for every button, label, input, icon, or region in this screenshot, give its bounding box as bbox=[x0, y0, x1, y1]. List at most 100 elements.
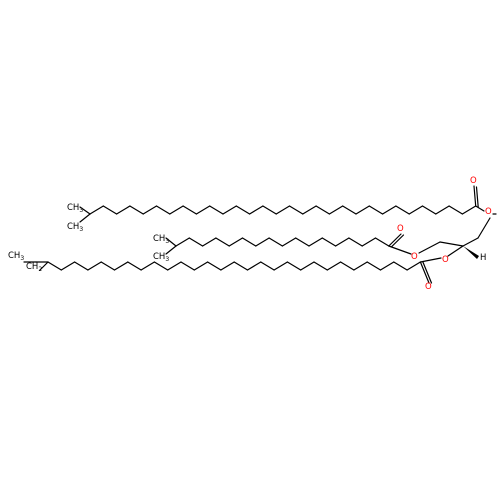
bottom-chain-bond-6 bbox=[127, 261, 142, 271]
hydrogen-label: H bbox=[480, 253, 486, 263]
mid-branch-upper bbox=[165, 237, 177, 247]
mid-chain-bond-2 bbox=[202, 237, 217, 247]
methyl-label-top-lower: CH3 bbox=[67, 222, 83, 233]
top-branch-lower bbox=[79, 213, 91, 223]
bottom-methyl-branch bbox=[39, 261, 49, 271]
top-chain-bond-24 bbox=[408, 205, 424, 215]
bottom-chain-bond-7 bbox=[140, 261, 155, 271]
mid-branch-lower bbox=[165, 245, 177, 255]
oxygen-label-carbonyl-mid: O bbox=[397, 224, 404, 234]
mid-chain-bond-12 bbox=[335, 237, 350, 247]
top-chain-bond-8 bbox=[195, 205, 211, 215]
mid-carbonyl-bond-1 bbox=[388, 233, 402, 247]
top-chain-bond-26 bbox=[435, 205, 450, 215]
bottom-chain-bond-12 bbox=[207, 261, 222, 271]
mid-chain-bond-7 bbox=[268, 237, 283, 247]
mid-chain-bond-6 bbox=[255, 237, 270, 247]
top-chain-bond-1 bbox=[102, 205, 118, 215]
oxygen-label-ester-mid: O bbox=[411, 252, 418, 262]
bottom-chain-bond-9 bbox=[167, 261, 182, 271]
top-chain-bond-12 bbox=[249, 205, 264, 215]
methyl-label-mid-lower: CH3 bbox=[153, 252, 169, 263]
stereo-wedge-bond bbox=[463, 246, 479, 259]
bottom-chain-bond-4 bbox=[100, 261, 116, 271]
bottom-chain-bond-22 bbox=[340, 261, 355, 271]
oxygen-label-ester-top: O bbox=[485, 207, 492, 217]
oxygen-bond-layer bbox=[388, 185, 485, 284]
mid-carbonyl-bond-2 bbox=[390, 234, 405, 248]
top-chain-bond-11 bbox=[235, 205, 251, 215]
top-chain-bond-0 bbox=[89, 205, 104, 215]
bottom-chain-bond-18 bbox=[286, 261, 302, 271]
top-chain-bond-21 bbox=[368, 205, 384, 215]
bottom-chain-bond-13 bbox=[220, 261, 235, 271]
mid-chain-bond-4 bbox=[228, 237, 244, 247]
oxygen-label-ester-bottom: O bbox=[442, 255, 449, 265]
top-chain-bond-27 bbox=[448, 205, 463, 215]
top-chain-bond-17 bbox=[315, 205, 330, 215]
mid-chain-bond-3 bbox=[215, 237, 230, 247]
mid-chain-bond-9 bbox=[295, 237, 310, 247]
bottom-carbonyl-bond-2 bbox=[422, 261, 433, 284]
top-chain-bond-14 bbox=[275, 205, 291, 215]
top-chain-bond-23 bbox=[395, 205, 410, 215]
top-chain-bond-18 bbox=[328, 205, 344, 215]
top-carbonyl-bond-1 bbox=[473, 185, 477, 207]
top-chain-bond-16 bbox=[302, 205, 317, 215]
bottom-chain-bond-25 bbox=[379, 261, 395, 271]
top-chain-bond-20 bbox=[355, 205, 370, 215]
bottom-chain-bond-8 bbox=[153, 261, 169, 271]
mid-chain-bond-5 bbox=[241, 237, 257, 247]
bottom-chain-bond-19 bbox=[300, 261, 315, 271]
top-chain-bond-28 bbox=[461, 205, 477, 215]
mid-ester-bond bbox=[388, 245, 412, 255]
bottom-chain-bond-16 bbox=[260, 261, 275, 271]
mid-chain-bond-11 bbox=[321, 237, 337, 247]
bottom-chain-bond-3 bbox=[87, 261, 102, 271]
mid-chain-bond-13 bbox=[348, 237, 363, 247]
bottom-chain-bond-14 bbox=[233, 261, 249, 271]
top-chain-bond-7 bbox=[182, 205, 197, 215]
top-chain-bond-9 bbox=[209, 205, 224, 215]
mid-chain-bond-0 bbox=[175, 237, 190, 247]
bond-layer bbox=[23, 205, 497, 271]
top-chain-bond-22 bbox=[382, 205, 397, 215]
bottom-chain-bond-23 bbox=[353, 261, 368, 271]
bottom-chain-bond-20 bbox=[313, 261, 328, 271]
top-chain-bond-5 bbox=[155, 205, 171, 215]
bottom-chain-bond-5 bbox=[113, 261, 129, 271]
glycerol-o-ch bbox=[447, 245, 464, 257]
bottom-chain-bond-17 bbox=[273, 261, 288, 271]
methyl-label-mid-upper: CH3 bbox=[153, 234, 169, 245]
bottom-chain-bond-15 bbox=[246, 261, 262, 271]
mid-chain-bond-15 bbox=[374, 237, 390, 247]
top-chain-bond-13 bbox=[262, 205, 277, 215]
top-chain-bond-10 bbox=[222, 205, 237, 215]
top-branch-upper bbox=[79, 206, 91, 215]
top-ester-bond bbox=[475, 205, 485, 212]
top-chain-bond-25 bbox=[421, 205, 437, 215]
bottom-chain-bond-24 bbox=[366, 261, 382, 271]
bottom-chain-bond-0 bbox=[47, 261, 62, 271]
glycerol-ch2-mid bbox=[418, 241, 441, 254]
mid-chain-bond-10 bbox=[308, 237, 323, 247]
bottom-chain-bond-26 bbox=[393, 261, 408, 271]
glycerol-ch2-top bbox=[477, 217, 491, 239]
ethyl-label-bottom: CH2 bbox=[26, 262, 42, 273]
bottom-carbonyl-bond-1 bbox=[419, 261, 430, 284]
glycerol-ch-link bbox=[439, 241, 464, 247]
oxygen-label-carbonyl-top: O bbox=[470, 176, 477, 186]
top-chain-bond-4 bbox=[142, 205, 158, 215]
glycerol-ch-top-link bbox=[462, 237, 479, 247]
top-chain-bond-19 bbox=[342, 205, 357, 215]
bottom-chain-bond-11 bbox=[193, 261, 209, 271]
bottom-chain-bond-1 bbox=[60, 261, 76, 271]
bottom-ester-bond bbox=[419, 257, 442, 263]
bottom-chain-bond-21 bbox=[326, 261, 342, 271]
methyl-label-top-upper: CH3 bbox=[67, 203, 83, 214]
top-chain-bond-6 bbox=[169, 205, 184, 215]
bottom-chain-bond-27 bbox=[406, 261, 421, 271]
top-chain-bond-15 bbox=[288, 205, 304, 215]
